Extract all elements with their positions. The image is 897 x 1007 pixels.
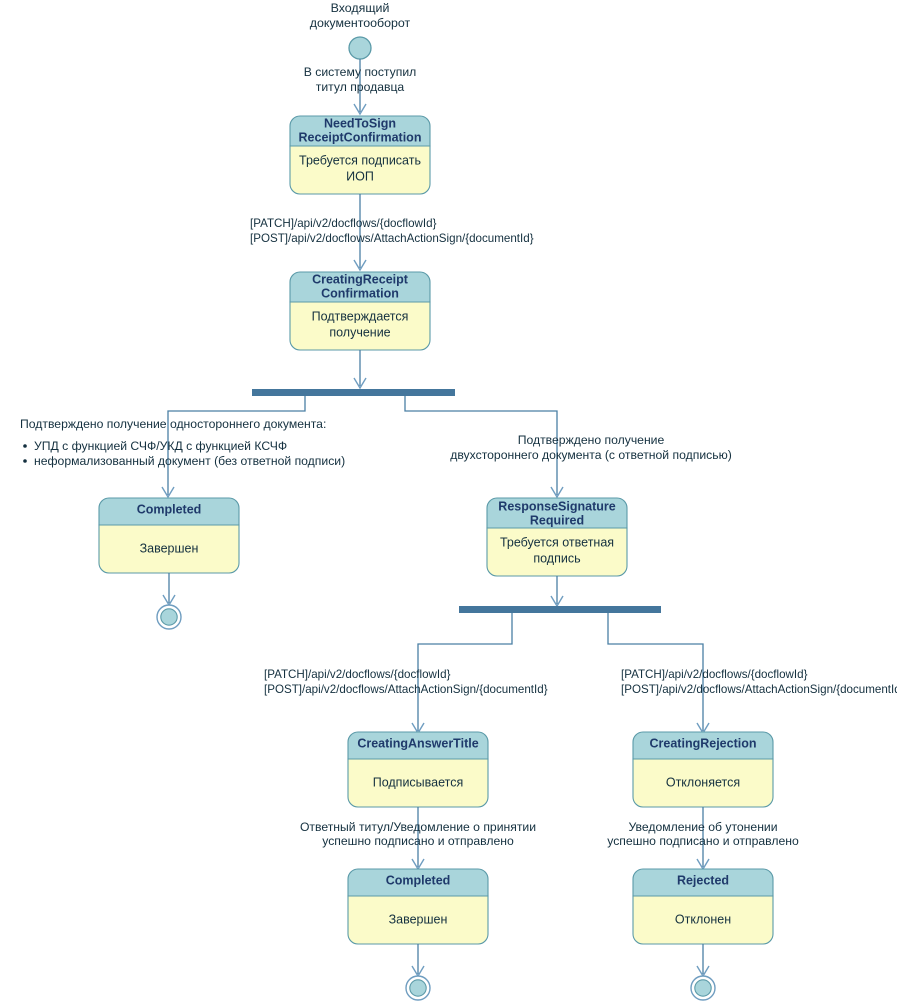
- fork-bar-primary: [252, 389, 455, 396]
- fork1-right-line1: Подтверждено получение: [518, 433, 665, 447]
- state-title-line2: Required: [530, 513, 584, 527]
- fork1-left-condition-label: Подтверждено получение одностороннего до…: [20, 417, 345, 468]
- edge-needtosign-to-creatingreceipt: [PATCH]/api/v2/docflows/{docflowId} [POS…: [250, 194, 534, 272]
- fork1-right-condition-label: Подтверждено получение двухстороннего до…: [450, 433, 732, 462]
- state-title-line2: ReceiptConfirmation: [299, 130, 422, 144]
- state-response-signature-required[interactable]: ResponseSignature Required Требуется отв…: [486, 497, 628, 577]
- fork1-left-bullet-2: неформализованный документ (без ответной…: [34, 454, 345, 468]
- state-title-line2: Confirmation: [321, 286, 399, 300]
- state-title-line1: Completed: [137, 502, 202, 516]
- state-creating-answer-title[interactable]: CreatingAnswerTitle Подписывается: [347, 731, 489, 808]
- state-title-line1: CreatingRejection: [650, 736, 757, 750]
- state-desc-line1: Завершен: [389, 912, 448, 926]
- fork1-left-heading: Подтверждено получение одностороннего до…: [20, 417, 326, 431]
- state-desc-line1: Отклонен: [675, 912, 731, 926]
- state-desc-line1: Требуется подписать: [299, 153, 421, 167]
- edge-label-answertitle-line2: успешно подписано и отправлено: [322, 834, 514, 848]
- diagram-title-line2: документооборот: [310, 16, 411, 30]
- api-label-patch-1: [PATCH]/api/v2/docflows/{docflowId}: [250, 217, 437, 230]
- final-state-left[interactable]: [156, 604, 182, 630]
- api-label-patch-2: [PATCH]/api/v2/docflows/{docflowId}: [264, 668, 451, 681]
- edge-completedleft-to-final: [162, 573, 176, 607]
- state-desc-line1: Завершен: [140, 541, 199, 555]
- edge-responsesignature-to-fork2: [550, 576, 564, 608]
- state-desc-line2: ИОП: [346, 169, 374, 183]
- edge-label-rejection-line1: Уведомление об утонении: [628, 820, 777, 834]
- bullet-dot-icon: [23, 444, 27, 448]
- state-need-to-sign-receipt-confirmation[interactable]: NeedToSign ReceiptConfirmation Требуется…: [289, 115, 431, 195]
- initial-state-node[interactable]: [348, 36, 372, 60]
- edge-initial-to-needtosign: В систему поступил титул продавца: [304, 59, 417, 116]
- state-title-line1: Rejected: [677, 873, 729, 887]
- state-desc-line1: Подтверждается: [312, 309, 409, 323]
- api-label-post-2: [POST]/api/v2/docflows/AttachActionSign/…: [264, 683, 548, 696]
- fork2-right-api-label: [PATCH]/api/v2/docflows/{docflowId} [POS…: [621, 668, 897, 696]
- api-label-post-1: [POST]/api/v2/docflows/AttachActionSign/…: [250, 232, 534, 245]
- state-desc-line2: получение: [329, 325, 390, 339]
- edge-rejected-to-final: [696, 944, 710, 978]
- state-creating-rejection[interactable]: CreatingRejection Отклоняется: [632, 731, 774, 808]
- state-desc-line1: Требуется ответная: [500, 535, 614, 549]
- state-title-line1: NeedToSign: [324, 116, 396, 130]
- edge-label-rejection-line2: успешно подписано и отправлено: [607, 834, 799, 848]
- state-title-line1: ResponseSignature: [498, 499, 615, 513]
- edge-fork1-right-branch: [404, 396, 564, 499]
- bullet-dot-icon: [23, 459, 27, 463]
- state-desc-line2: подпись: [533, 551, 580, 565]
- edge-label-answertitle-line1: Ответный титул/Уведомление о принятии: [300, 820, 536, 834]
- edge-creatingreceipt-to-fork1: [353, 350, 367, 390]
- final-state-bottom-left[interactable]: [405, 975, 431, 1001]
- fork1-right-line2: двухстороннего документа (с ответной под…: [450, 448, 732, 462]
- state-desc-line1: Отклоняется: [666, 775, 740, 789]
- edge-fork1-left-branch: [161, 396, 306, 499]
- edge-label-start-line1: В систему поступил: [304, 65, 417, 79]
- fork1-left-bullet-1: УПД с функцией СЧФ/УКД с функцией КСЧФ: [34, 439, 287, 453]
- edge-completedbottom-to-final: [411, 944, 425, 978]
- edge-label-start-line2: титул продавца: [316, 80, 405, 94]
- final-state-bottom-right[interactable]: [690, 975, 716, 1001]
- state-title-line1: CreatingReceipt: [312, 272, 409, 286]
- state-completed-bottom[interactable]: Completed Завершен: [347, 868, 489, 945]
- diagram-title-line1: Входящий: [331, 1, 390, 15]
- state-creating-receipt-confirmation[interactable]: CreatingReceipt Confirmation Подтверждае…: [289, 271, 431, 351]
- edge-rejection-to-rejected: Уведомление об утонении успешно подписан…: [607, 807, 799, 871]
- edge-answertitle-to-completed: Ответный титул/Уведомление о принятии ус…: [300, 807, 536, 871]
- fork2-left-api-label: [PATCH]/api/v2/docflows/{docflowId} [POS…: [264, 668, 548, 696]
- state-title-line1: CreatingAnswerTitle: [357, 736, 478, 750]
- state-desc-line1: Подписывается: [373, 775, 464, 789]
- fork-bar-secondary: [459, 606, 661, 613]
- api-label-patch-3: [PATCH]/api/v2/docflows/{docflowId}: [621, 668, 808, 681]
- state-title-line1: Completed: [386, 873, 451, 887]
- state-completed-left[interactable]: Completed Завершен: [98, 497, 240, 574]
- api-label-post-3: [POST]/api/v2/docflows/AttachActionSign/…: [621, 683, 897, 696]
- diagram-title: Входящий документооборот: [310, 1, 411, 30]
- state-rejected[interactable]: Rejected Отклонен: [632, 868, 774, 945]
